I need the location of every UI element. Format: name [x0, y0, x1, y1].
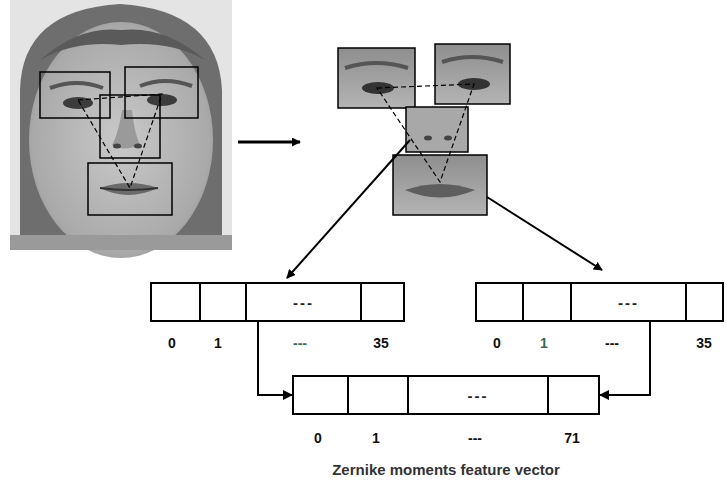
index-label: ---: [603, 335, 621, 351]
index-label: 0: [491, 335, 503, 351]
feature-vector: ---: [292, 375, 600, 415]
ellipsis-text: ---: [618, 294, 639, 311]
feature-vector: ---: [475, 282, 724, 322]
vector-cell: ---: [245, 284, 360, 320]
index-label: 0: [312, 430, 324, 446]
index-label: 1: [538, 335, 550, 351]
vector-cell: [294, 377, 347, 413]
index-label: 71: [562, 430, 582, 446]
merge-arrow: [258, 322, 292, 395]
ellipsis-text: ---: [293, 294, 314, 311]
index-label: 35: [694, 335, 714, 351]
index-label: 35: [371, 335, 391, 351]
vector-cell: ---: [407, 377, 547, 413]
vector-cell: [477, 284, 522, 320]
vector-cell: [347, 377, 407, 413]
vector-cell: [360, 284, 403, 320]
ellipsis-text: ---: [468, 387, 489, 404]
index-label: 0: [166, 335, 178, 351]
vector-cell: [199, 284, 245, 320]
index-label: ---: [291, 335, 309, 351]
vector-cell: [152, 284, 199, 320]
vector-cell: [522, 284, 570, 320]
vector-cell: [685, 284, 722, 320]
feature-vector: ---: [150, 282, 405, 322]
vector-cell: [547, 377, 598, 413]
index-label: 1: [212, 335, 224, 351]
vector-cell: ---: [570, 284, 685, 320]
index-label: ---: [466, 430, 484, 446]
merge-arrow: [600, 322, 650, 395]
index-label: 1: [370, 430, 382, 446]
caption-text: Zernike moments feature vector: [330, 462, 562, 478]
